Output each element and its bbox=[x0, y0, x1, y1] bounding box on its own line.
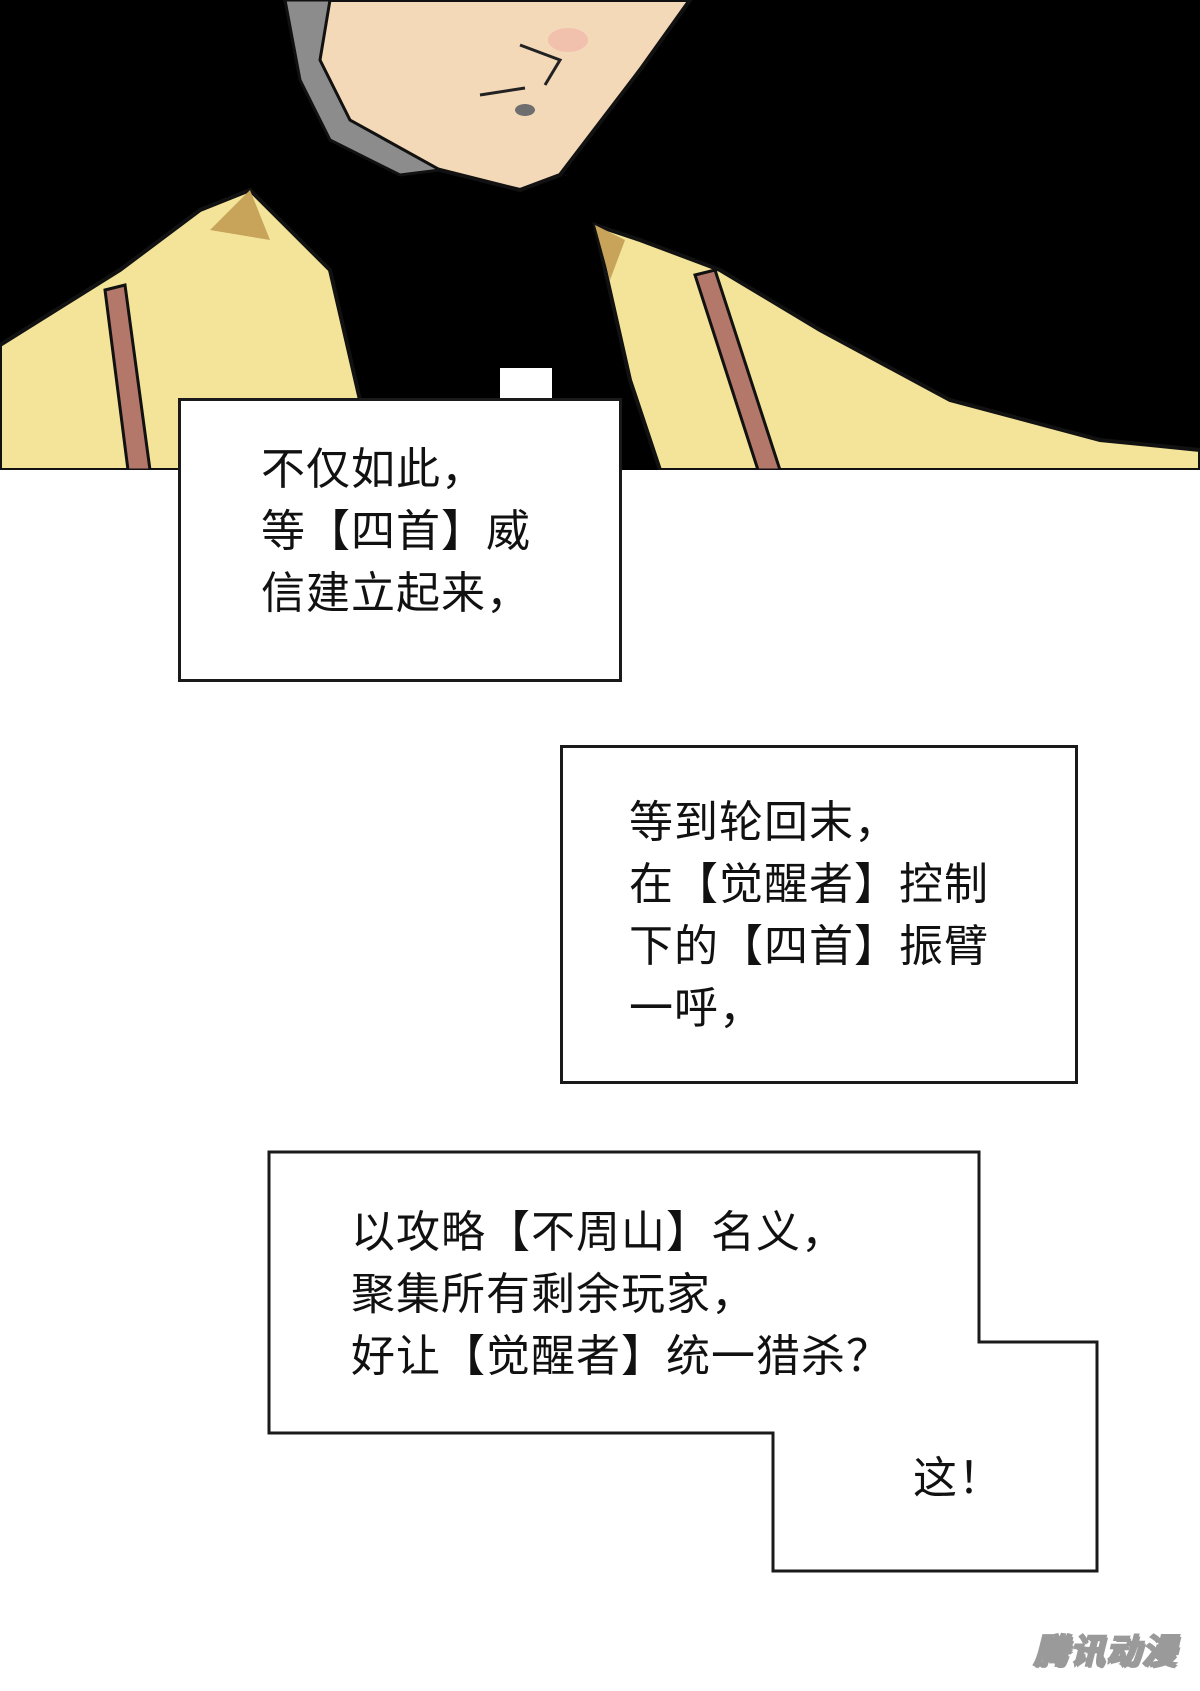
jacket-left-fold bbox=[210, 190, 270, 240]
left-strap bbox=[103, 283, 152, 470]
cheek-blush bbox=[548, 28, 588, 52]
caption-2-line-1: 等到轮回末， bbox=[629, 797, 899, 848]
jacket-right-fold bbox=[595, 225, 625, 280]
caption-2-line-2: 在【觉醒者】控制 bbox=[629, 859, 989, 910]
nose-line bbox=[519, 43, 563, 86]
caption-3-exclaim: 这！ bbox=[913, 1453, 1003, 1504]
caption-1-line-1: 不仅如此， bbox=[261, 444, 486, 495]
caption-box-3-frame bbox=[267, 1150, 1099, 1573]
right-strap bbox=[693, 268, 782, 470]
hair-shadow bbox=[283, 0, 445, 177]
caption-3-line-3: 好让【觉醒者】统一猎杀？ bbox=[351, 1331, 891, 1382]
mouth-line bbox=[479, 86, 526, 97]
caption-box-2: 等到轮回末， 在【觉醒者】控制 下的【四首】振臂 一呼， bbox=[560, 745, 1078, 1084]
caption-2-line-3: 下的【四首】振臂 bbox=[629, 921, 989, 972]
watermark-logo: 腾讯动漫 bbox=[1033, 1631, 1178, 1673]
caption-1-line-2: 等【四首】威 bbox=[261, 506, 531, 557]
caption-3-text: 以攻略【不周山】名义， 聚集所有剩余玩家， 好让【觉醒者】统一猎杀？ bbox=[351, 1202, 891, 1388]
caption-2-line-4: 一呼， bbox=[629, 983, 764, 1034]
caption-box-3: 以攻略【不周山】名义， 聚集所有剩余玩家， 好让【觉醒者】统一猎杀？ 这！ bbox=[267, 1150, 1099, 1573]
caption-box-1: 不仅如此， 等【四首】威 信建立起来， bbox=[178, 398, 622, 682]
lip-shade bbox=[515, 104, 535, 116]
caption-1-line-3: 信建立起来， bbox=[261, 568, 531, 619]
caption-3-line-1: 以攻略【不周山】名义， bbox=[351, 1207, 846, 1258]
caption-3-line-2: 聚集所有剩余玩家， bbox=[351, 1269, 756, 1320]
